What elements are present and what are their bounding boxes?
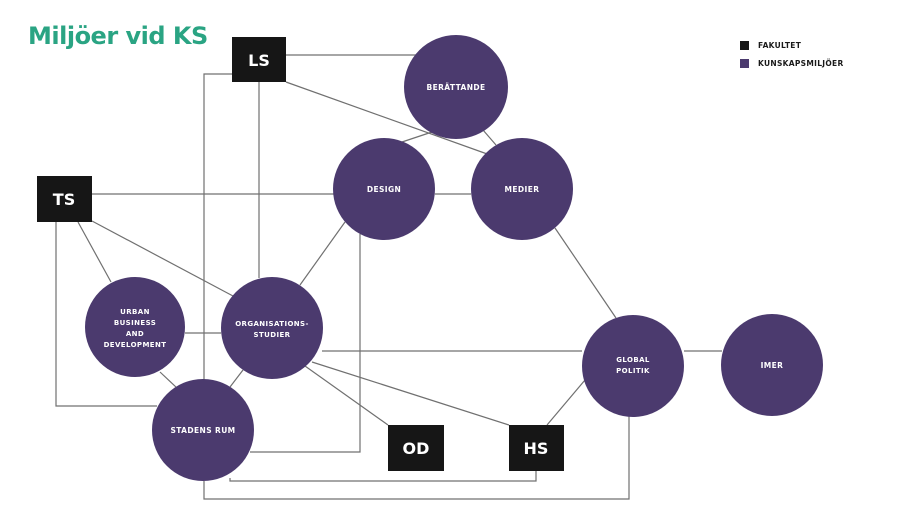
- edge-ls-stadens: [203, 73, 232, 380]
- node-ls[interactable]: LS: [232, 37, 286, 82]
- legend-label: FAKULTET: [758, 40, 802, 50]
- edge-design-organisation: [299, 221, 346, 286]
- node-od[interactable]: OD: [388, 425, 444, 471]
- edge-medier-global: [554, 227, 617, 319]
- node-label: AND: [126, 330, 144, 338]
- box-label: OD: [403, 439, 430, 458]
- node-label: DEVELOPMENT: [104, 341, 167, 349]
- edge-berattande-design: [401, 131, 433, 143]
- edge-ls-medier: [285, 81, 491, 156]
- node-ts[interactable]: TS: [37, 176, 92, 222]
- page-title: Miljöer vid KS: [28, 22, 208, 50]
- legend-label: KUNSKAPSMILJÖER: [758, 58, 844, 68]
- edge-ts-stadens: [55, 222, 157, 407]
- legend-item-fakultet: FAKULTET: [740, 36, 844, 54]
- node-label: STADENS RUM: [170, 426, 235, 435]
- node-berattande[interactable]: BERÄTTANDE: [404, 35, 508, 139]
- edge-hs-stadens: [229, 471, 537, 482]
- kunskapsmiljo-swatch-icon: [740, 58, 749, 68]
- edge-design-stadens: [250, 234, 361, 453]
- node-label: GLOBAL: [616, 356, 650, 364]
- legend-item-kunskapsmiljo: KUNSKAPSMILJÖER: [740, 54, 844, 72]
- edges: [55, 54, 722, 500]
- node-label: DESIGN: [367, 185, 401, 194]
- faculty-nodes: LS TS OD HS: [37, 37, 564, 471]
- box-label: HS: [524, 439, 549, 458]
- edge-organisation-stadens: [229, 369, 244, 388]
- node-design[interactable]: DESIGN: [333, 138, 435, 240]
- legend: FAKULTET KUNSKAPSMILJÖER: [740, 36, 844, 72]
- node-global[interactable]: GLOBAL POLITIK: [582, 315, 684, 417]
- edge-organisation-od: [304, 365, 389, 426]
- edge-global-stadens: [203, 415, 630, 500]
- node-label: MEDIER: [505, 185, 540, 194]
- box-label: TS: [53, 190, 75, 209]
- node-urban[interactable]: URBAN BUSINESS AND DEVELOPMENT: [85, 277, 185, 377]
- node-label: STUDIER: [254, 331, 291, 339]
- environment-nodes: BERÄTTANDE DESIGN MEDIER URBAN BUSINESS …: [85, 35, 823, 481]
- node-label: BERÄTTANDE: [426, 83, 485, 92]
- edge-hs-global: [546, 379, 586, 426]
- node-stadens[interactable]: STADENS RUM: [152, 379, 254, 481]
- edge-urban-stadens: [159, 371, 178, 389]
- node-label: BUSINESS: [114, 319, 156, 327]
- box-label: LS: [248, 51, 270, 70]
- fakultet-swatch-icon: [740, 40, 749, 50]
- node-label: POLITIK: [616, 367, 650, 375]
- edge-berattande-medier: [482, 129, 497, 146]
- edge-ts-organisation: [91, 220, 234, 297]
- edge-organisation-hs: [311, 361, 510, 426]
- node-label: ORGANISATIONS-: [235, 320, 309, 328]
- node-label: IMER: [761, 361, 784, 370]
- edge-ts-urban: [77, 221, 112, 283]
- node-imer[interactable]: IMER: [721, 314, 823, 416]
- node-medier[interactable]: MEDIER: [471, 138, 573, 240]
- node-label: URBAN: [120, 308, 150, 316]
- node-organisation[interactable]: ORGANISATIONS- STUDIER: [221, 277, 323, 379]
- node-hs[interactable]: HS: [509, 425, 564, 471]
